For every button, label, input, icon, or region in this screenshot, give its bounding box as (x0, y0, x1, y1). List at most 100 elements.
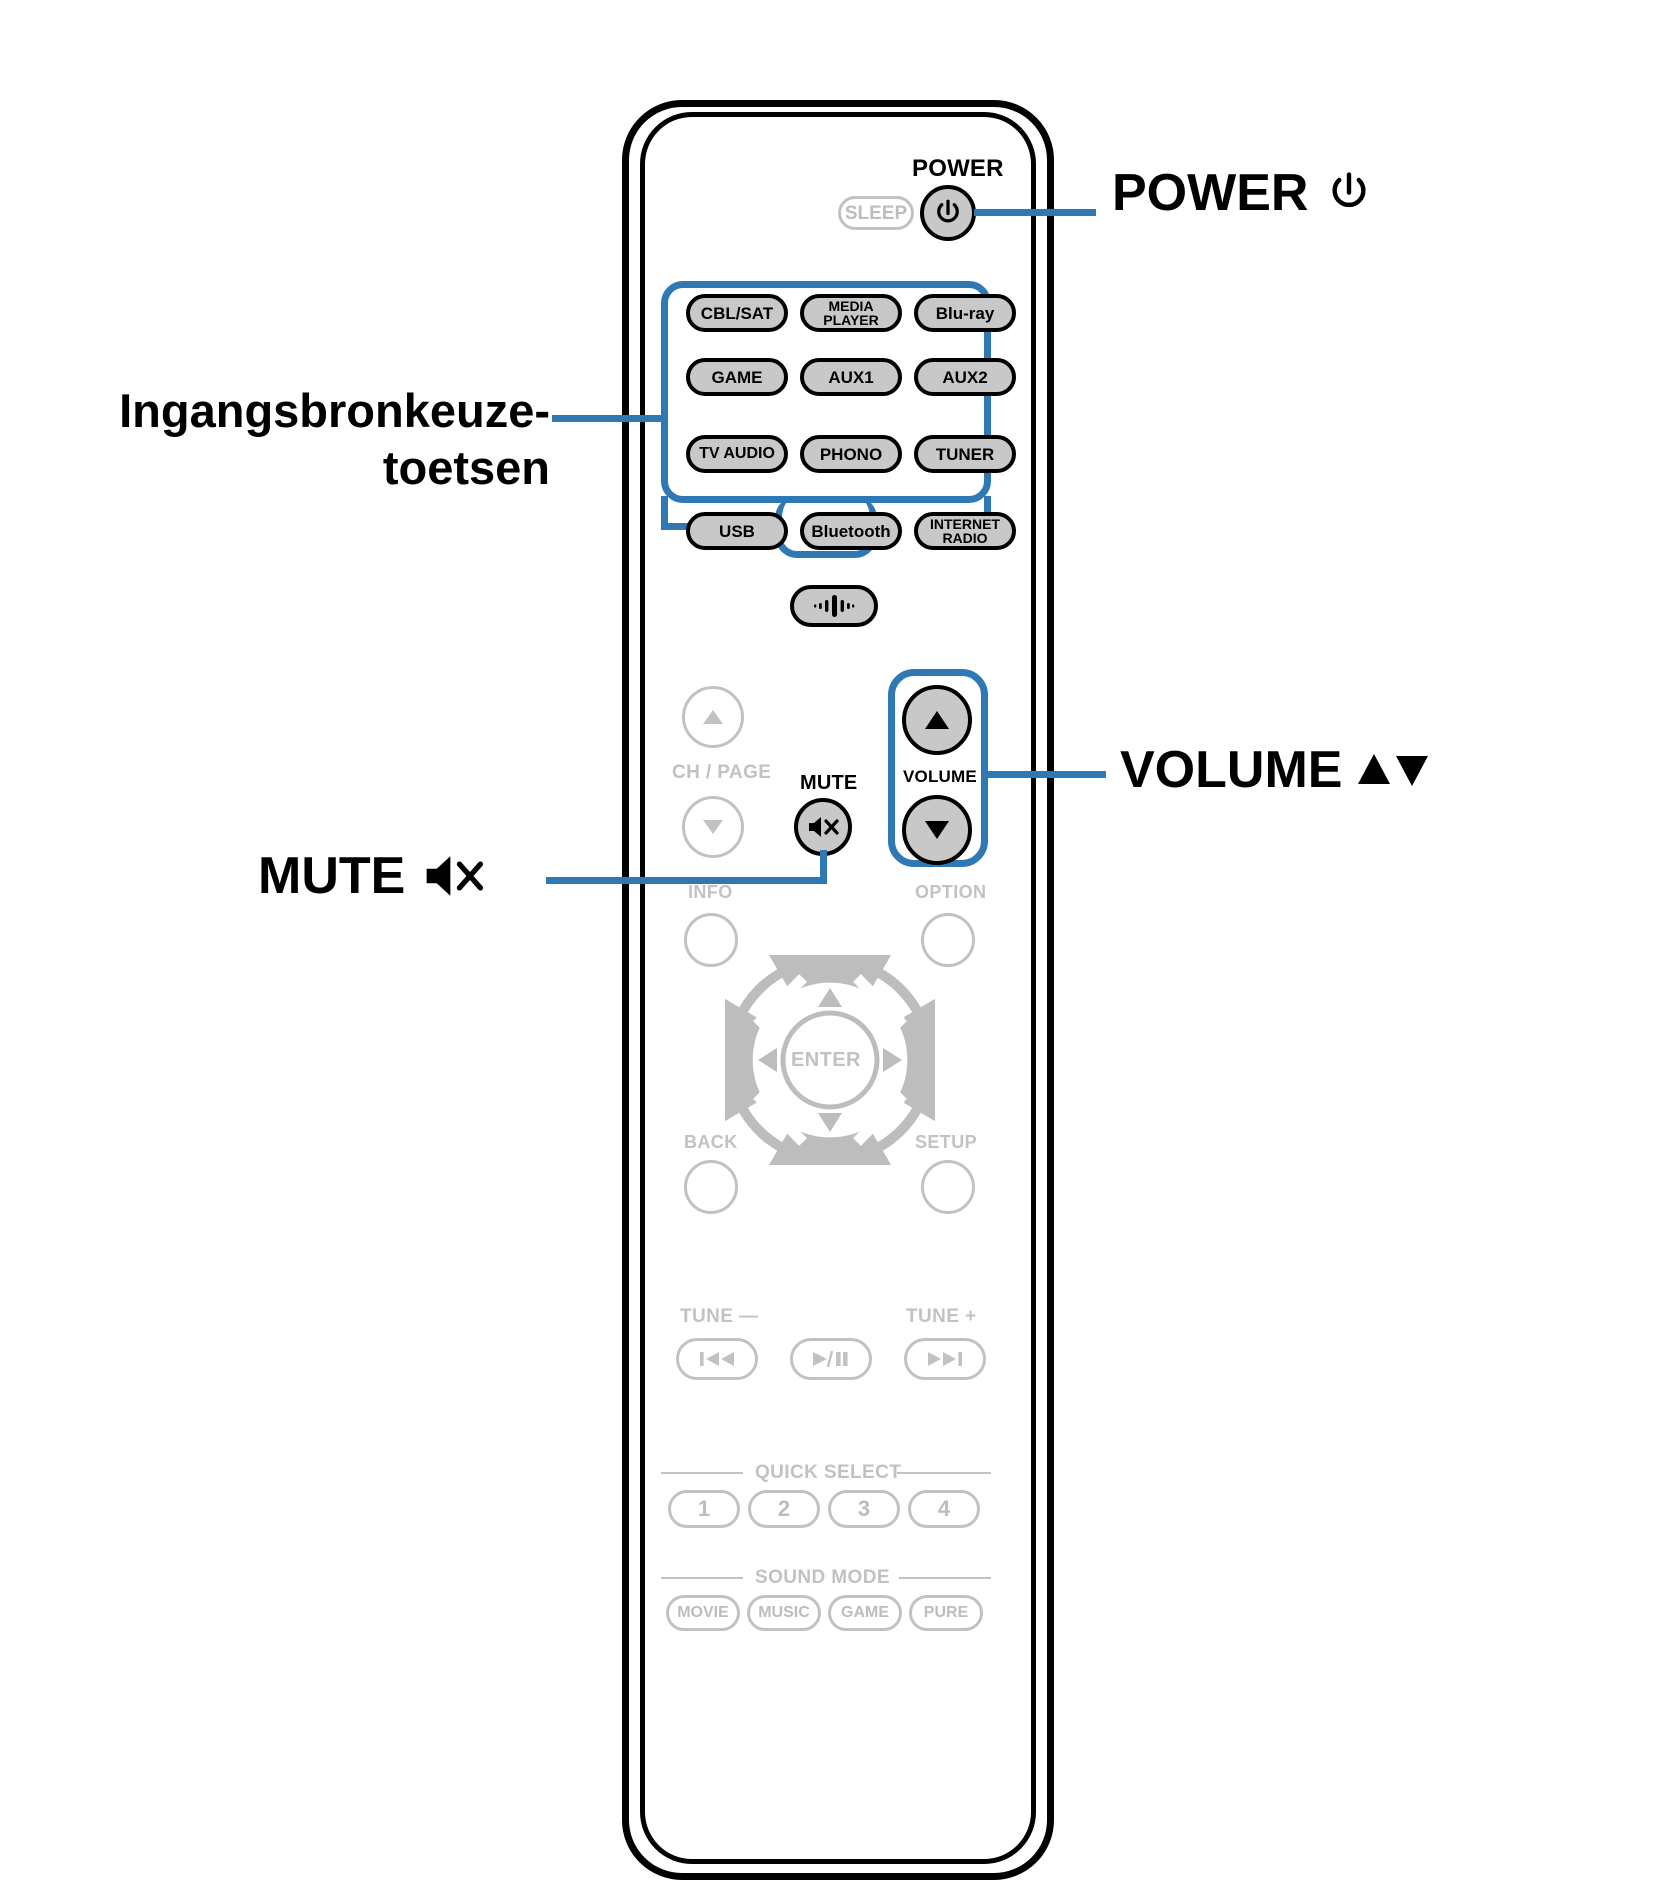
input-button-label-line1: MEDIA (828, 297, 874, 314)
tune-minus-label: TUNE — (680, 1306, 759, 1327)
quick-select-button-label: 4 (937, 1496, 951, 1521)
option-label: OPTION (915, 882, 987, 902)
volume-down-button[interactable] (902, 795, 972, 865)
quick-select-button-label: 2 (777, 1496, 791, 1521)
volume-leader-line (984, 771, 1106, 778)
sound-mode-button-label: GAME (841, 1604, 889, 1621)
sound-mode-button-music[interactable]: MUSIC (747, 1595, 821, 1631)
skip-back-icon (700, 1352, 734, 1366)
input-button-internet-radio[interactable]: INTERNET RADIO (914, 512, 1016, 550)
sound-mode-label: SOUND MODE (755, 1567, 890, 1588)
quick-select-button-4[interactable]: 4 (908, 1490, 980, 1528)
quick-select-rule-right (897, 1472, 991, 1474)
sound-mode-button-movie[interactable]: MOVIE (666, 1595, 740, 1631)
input-button-phono[interactable]: PHONO (800, 435, 902, 473)
quick-select-button-label: 1 (697, 1496, 711, 1521)
sound-mode-button-game[interactable]: GAME (828, 1595, 902, 1631)
input-button-label: TV AUDIO (699, 445, 775, 462)
mute-button[interactable] (794, 798, 852, 856)
callout-input-sources-line2: toetsen (382, 441, 550, 495)
voice-assistant-button[interactable] (790, 585, 878, 627)
power-leader-line (974, 209, 1096, 216)
quick-select-section: QUICK SELECT 1 2 3 4 (661, 1460, 991, 1540)
info-label: INFO (688, 882, 733, 902)
quick-select-button-label: 3 (857, 1496, 871, 1521)
callout-power: POWER (1112, 163, 1372, 223)
input-button-game[interactable]: GAME (686, 358, 788, 396)
ch-page-label: CH / PAGE (672, 762, 772, 783)
mute-leader-line-vertical (820, 850, 827, 884)
skip-back-button[interactable] (676, 1338, 758, 1380)
input-button-label: Blu-ray (935, 303, 995, 323)
input-button-label: USB (719, 521, 755, 541)
input-button-tv-audio[interactable]: TV AUDIO (686, 435, 788, 473)
option-button[interactable] (921, 913, 975, 967)
quick-select-button-1[interactable]: 1 (668, 1490, 740, 1528)
triangle-down-icon (703, 820, 723, 834)
input-button-media-player[interactable]: MEDIA PLAYER (800, 294, 902, 332)
input-button-tuner[interactable]: TUNER (914, 435, 1016, 473)
sound-mode-section: SOUND MODE MOVIE MUSIC GAME PURE (661, 1565, 991, 1645)
input-button-label: GAME (711, 367, 763, 387)
mute-icon (806, 814, 840, 840)
callout-mute-label: MUTE (258, 847, 406, 905)
input-button-blu-ray[interactable]: Blu-ray (914, 294, 1016, 332)
volume-up-down-icon (1356, 748, 1430, 792)
mute-leader-line-horizontal (546, 877, 827, 884)
callout-mute: MUTE (258, 846, 485, 906)
power-button[interactable] (920, 185, 976, 241)
triangle-up-icon (925, 711, 949, 729)
sound-mode-button-pure[interactable]: PURE (909, 1595, 983, 1631)
play-pause-icon (813, 1350, 848, 1368)
input-button-label: CBL/SAT (700, 303, 774, 323)
power-icon (933, 198, 963, 228)
mute-button-label: MUTE (800, 772, 858, 794)
sound-mode-button-label: MUSIC (758, 1604, 810, 1621)
triangle-down-icon (925, 821, 949, 839)
ch-page-down-button[interactable] (682, 796, 744, 858)
volume-up-button[interactable] (902, 685, 972, 755)
sleep-button[interactable]: SLEEP (838, 196, 914, 230)
callout-volume-label: VOLUME (1120, 741, 1343, 799)
input-button-label: TUNER (935, 444, 995, 464)
input-button-usb[interactable]: USB (686, 512, 788, 550)
sound-mode-button-label: MOVIE (677, 1604, 729, 1621)
sleep-button-label: SLEEP (844, 202, 908, 224)
input-source-button-grid: CBL/SAT MEDIA PLAYER Blu-ray GAME AUX1 A… (661, 281, 1016, 503)
power-icon (1326, 170, 1372, 216)
input-button-label: Bluetooth (811, 521, 891, 541)
enter-label: ENTER (791, 1049, 861, 1071)
cursor-pad: ENTER (706, 936, 954, 1184)
input-button-label: PHONO (819, 444, 883, 464)
sound-mode-rule-right (899, 1577, 991, 1579)
quick-select-button-3[interactable]: 3 (828, 1490, 900, 1528)
tune-plus-label: TUNE + (906, 1306, 977, 1327)
back-button[interactable] (684, 1160, 738, 1214)
input-sources-leader-line (552, 415, 664, 422)
callout-input-sources: Ingangsbronkeuze- toetsen (104, 382, 550, 497)
info-button[interactable] (684, 913, 738, 967)
input-button-cbl-sat[interactable]: CBL/SAT (686, 294, 788, 332)
sound-waveform-icon (811, 593, 857, 619)
input-button-label-line2: RADIO (942, 530, 988, 546)
input-button-label: AUX2 (942, 367, 988, 387)
mute-icon (423, 852, 485, 900)
sound-mode-button-label: PURE (923, 1604, 969, 1621)
play-pause-button[interactable] (790, 1338, 872, 1380)
highlight-connector-left (661, 496, 668, 530)
volume-label: VOLUME (903, 767, 977, 786)
power-label: POWER (912, 155, 1004, 182)
sound-mode-rule-left (661, 1577, 743, 1579)
ch-page-up-button[interactable] (682, 686, 744, 748)
quick-select-button-2[interactable]: 2 (748, 1490, 820, 1528)
input-button-label-line2: PLAYER (823, 312, 879, 328)
setup-button[interactable] (921, 1160, 975, 1214)
quick-select-rule-left (661, 1472, 743, 1474)
triangle-up-icon (703, 710, 723, 724)
input-button-aux2[interactable]: AUX2 (914, 358, 1016, 396)
skip-forward-button[interactable] (904, 1338, 986, 1380)
skip-forward-icon (928, 1352, 962, 1366)
input-button-aux1[interactable]: AUX1 (800, 358, 902, 396)
input-button-bluetooth[interactable]: Bluetooth (800, 512, 902, 550)
